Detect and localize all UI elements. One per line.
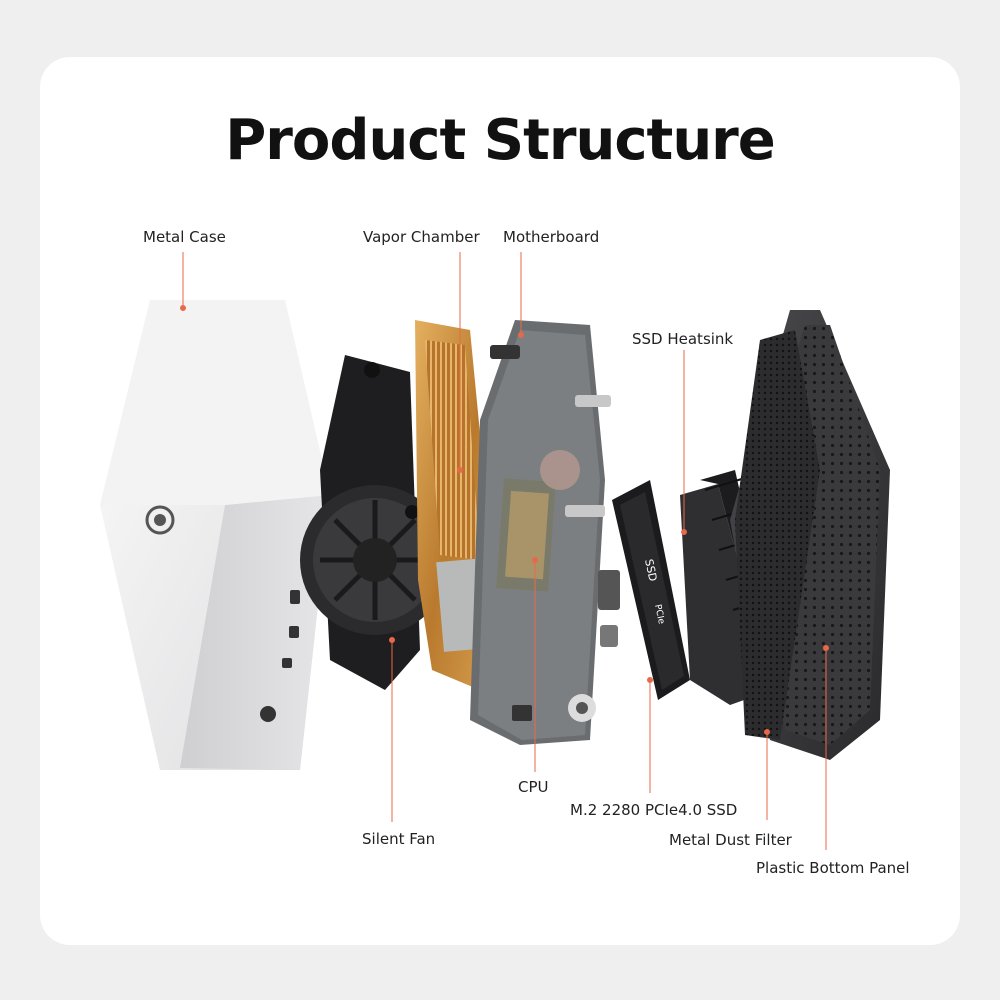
ssd-interface-text: PCIe — [652, 604, 666, 626]
label-ssd: M.2 2280 PCIe4.0 SSD — [570, 801, 738, 819]
m2-ssd-part: SSD PCIe — [612, 480, 690, 700]
label-ssd-heatsink: SSD Heatsink — [632, 330, 734, 348]
metal-case-part — [100, 300, 330, 770]
screw-icon — [364, 362, 380, 378]
audio-port — [282, 658, 292, 668]
leader-lines — [180, 252, 829, 850]
motherboard-part — [470, 320, 620, 745]
screw-icon — [405, 505, 419, 519]
label-metal-case: Metal Case — [143, 228, 226, 246]
label-dust-filter: Metal Dust Filter — [669, 831, 792, 849]
label-motherboard: Motherboard — [503, 228, 600, 246]
power-port — [260, 706, 276, 722]
bottom-panel-part — [730, 310, 890, 760]
ssd-brand-text: SSD — [642, 558, 659, 583]
label-silent-fan: Silent Fan — [362, 830, 436, 848]
logo-swirl-icon — [145, 505, 175, 535]
metal-dust-filter-part — [735, 330, 820, 740]
usb-port — [290, 590, 300, 604]
label-cpu: CPU — [518, 778, 549, 796]
silent-fan-part — [300, 355, 450, 690]
label-bottom-panel: Plastic Bottom Panel — [756, 859, 910, 877]
page-title: Product Structure — [225, 108, 776, 173]
cpu-chip — [505, 490, 549, 580]
usb-port — [289, 626, 299, 638]
label-vapor-chamber: Vapor Chamber — [363, 228, 480, 246]
